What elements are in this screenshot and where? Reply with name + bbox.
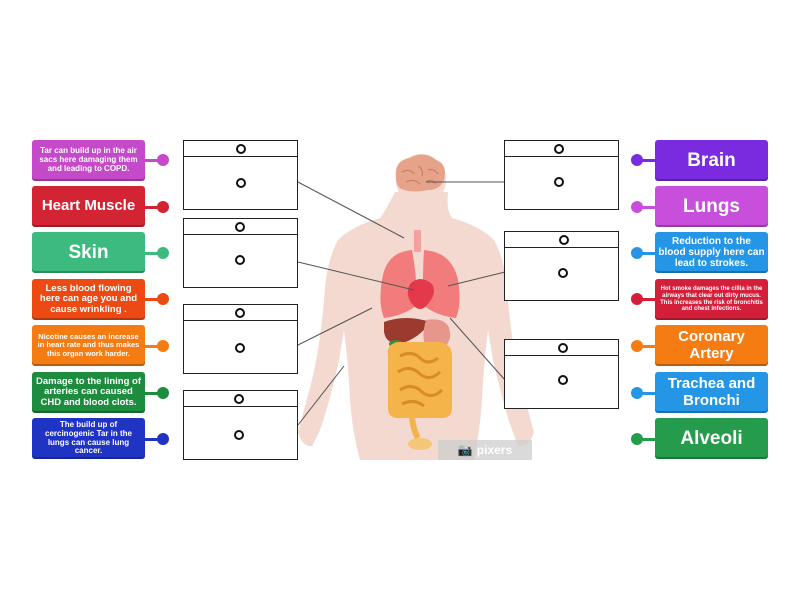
tile-label: Hot smoke damages the cillia in the airw…: [660, 286, 763, 313]
tile-stem: [145, 392, 159, 395]
tile-lungs[interactable]: Lungs: [655, 186, 768, 227]
drop-zone-marker: [236, 178, 246, 188]
brain-graphic: [395, 154, 445, 192]
tile-peg[interactable]: [631, 154, 643, 166]
drop-zone-3[interactable]: [183, 304, 298, 374]
tile-peg[interactable]: [631, 340, 643, 352]
drop-zone-5[interactable]: [504, 140, 619, 210]
drop-zone-header: [505, 232, 618, 248]
drop-zone-marker: [559, 235, 569, 245]
tile-peg[interactable]: [157, 387, 169, 399]
drop-zone-marker: [558, 268, 568, 278]
tile-label: Reduction to the blood supply here can l…: [658, 235, 765, 270]
tile-label: Lungs: [683, 195, 740, 217]
tile-stem: [641, 159, 655, 162]
left-lung-graphic: [380, 250, 417, 318]
tile-label: Nicotine causes an increase in heart rat…: [37, 331, 140, 358]
drop-zone-marker: [234, 394, 244, 404]
tile-peg[interactable]: [631, 293, 643, 305]
drop-zone-2[interactable]: [183, 218, 298, 288]
drop-zone-header: [184, 391, 297, 407]
tile-stem: [641, 252, 655, 255]
intestines-graphic: [387, 342, 452, 440]
tile-peg[interactable]: [631, 433, 643, 445]
tile-peg[interactable]: [157, 293, 169, 305]
tile-heart-muscle[interactable]: Heart Muscle: [32, 186, 145, 227]
tile-peg[interactable]: [631, 201, 643, 213]
drop-zone-marker: [235, 255, 245, 265]
heart-graphic: [407, 279, 434, 309]
bladder-graphic: [408, 438, 432, 450]
drop-zone-marker: [234, 430, 244, 440]
tile-stem: [145, 252, 159, 255]
tile-peg[interactable]: [631, 247, 643, 259]
tile-label: Skin: [68, 241, 109, 263]
tile-stem: [641, 392, 655, 395]
tile-coronary-artery[interactable]: Coronary Artery: [655, 325, 768, 366]
tile-arteries-chd[interactable]: Damage to the lining of arteries can cau…: [32, 372, 145, 413]
tile-label: Coronary Artery: [678, 327, 745, 362]
tile-peg[interactable]: [157, 433, 169, 445]
tile-label: Alveoli: [680, 427, 743, 449]
tile-skin[interactable]: Skin: [32, 232, 145, 273]
drop-zone-marker: [554, 144, 564, 154]
tile-stem: [641, 438, 655, 441]
drop-zone-6[interactable]: [504, 231, 619, 301]
drop-zone-header: [505, 340, 618, 356]
drop-zone-header: [184, 305, 297, 321]
pointer-lines: [297, 181, 506, 426]
drop-zone-7[interactable]: [504, 339, 619, 409]
tile-stem: [641, 298, 655, 301]
drop-zone-marker: [235, 222, 245, 232]
tile-label: Trachea and Bronchi: [667, 374, 756, 409]
right-lung-graphic: [423, 250, 460, 318]
tile-stem: [145, 438, 159, 441]
drop-zone-marker: [558, 375, 568, 385]
tile-label: Heart Muscle: [41, 197, 136, 215]
tile-trachea-bronchi[interactable]: Trachea and Bronchi: [655, 372, 768, 413]
tile-brain[interactable]: Brain: [655, 140, 768, 181]
watermark-text: pixers: [476, 443, 513, 457]
tile-peg[interactable]: [631, 387, 643, 399]
drop-zone-4[interactable]: [183, 390, 298, 460]
tile-stem: [145, 298, 159, 301]
drop-zone-marker: [235, 308, 245, 318]
drop-zone-header: [184, 219, 297, 235]
tile-peg[interactable]: [157, 154, 169, 166]
tile-blood-supply-strokes[interactable]: Reduction to the blood supply here can l…: [655, 232, 768, 273]
tile-stem: [641, 345, 655, 348]
tile-tar-lung-cancer[interactable]: The build up of cercinogenic Tar in the …: [32, 418, 145, 459]
tile-label: Brain: [687, 149, 736, 171]
tile-stem: [641, 206, 655, 209]
tile-label: The build up of cercinogenic Tar in the …: [45, 419, 132, 456]
tile-peg[interactable]: [157, 340, 169, 352]
drop-zone-header: [505, 141, 618, 157]
drop-zone-header: [184, 141, 297, 157]
drop-zone-marker: [554, 177, 564, 187]
drop-zone-1[interactable]: [183, 140, 298, 210]
tile-nicotine-heart-rate[interactable]: Nicotine causes an increase in heart rat…: [32, 325, 145, 366]
tile-label: Damage to the lining of arteries can cau…: [35, 375, 142, 408]
tile-stem: [145, 206, 159, 209]
tile-tar-copd[interactable]: Tar can build up in the air sacs here da…: [32, 140, 145, 181]
tile-stem: [145, 159, 159, 162]
tile-stem: [145, 345, 159, 348]
liver-graphic: [384, 318, 430, 344]
tile-hot-smoke-cilia[interactable]: Hot smoke damages the cillia in the airw…: [655, 279, 768, 320]
drop-zone-marker: [558, 343, 568, 353]
trachea-graphic: [414, 230, 421, 252]
tile-peg[interactable]: [157, 247, 169, 259]
camera-icon: 📷: [457, 443, 473, 457]
drop-zone-marker: [235, 343, 245, 353]
watermark: 📷 pixers: [438, 440, 532, 460]
tile-peg[interactable]: [157, 201, 169, 213]
drop-zone-marker: [236, 144, 246, 154]
tile-label: Less blood flowing here can age you and …: [39, 282, 138, 315]
tile-alveoli[interactable]: Alveoli: [655, 418, 768, 459]
tile-label: Tar can build up in the air sacs here da…: [39, 146, 138, 173]
tile-less-blood-wrinkling[interactable]: Less blood flowing here can age you and …: [32, 279, 145, 320]
